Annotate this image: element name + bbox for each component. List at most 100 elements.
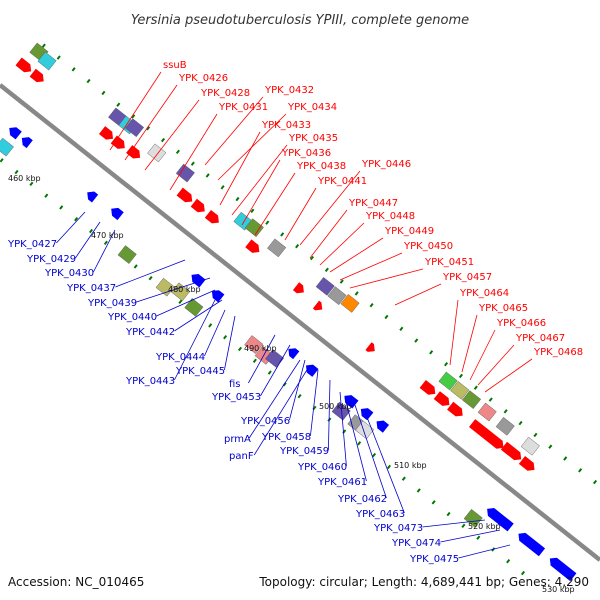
- kbp-marker: 510 kbp: [394, 461, 427, 470]
- tick-mark: [446, 511, 451, 517]
- plus-cds-arrow: [204, 209, 219, 224]
- plus-label-leader: [219, 131, 261, 206]
- minus-label-leader: [156, 289, 216, 317]
- plus-cog-block: [315, 277, 335, 296]
- tick-mark: [458, 373, 463, 379]
- minus-cog-block: [331, 401, 351, 421]
- minus-gene-label: YPK_0475: [409, 554, 459, 565]
- minus-label-leader: [354, 404, 387, 499]
- kbp-marker: 470 kbp: [91, 231, 124, 240]
- tick-mark: [41, 43, 46, 48]
- tick-mark: [265, 220, 270, 225]
- tick-mark: [14, 169, 19, 175]
- tick-mark: [252, 358, 257, 363]
- tick-mark: [357, 441, 362, 446]
- minus-cog-block: [171, 282, 191, 302]
- plus-cds-arrow: [292, 282, 304, 294]
- minus-label-leader: [56, 211, 86, 244]
- minus-label-leader: [115, 259, 186, 288]
- minus-label-leader: [289, 359, 306, 421]
- minus-label-leader: [248, 359, 301, 439]
- tick-mark: [175, 149, 180, 155]
- tick-mark: [190, 161, 195, 166]
- plus-cds-arrow: [98, 126, 114, 140]
- plus-label-leader: [477, 344, 515, 386]
- plus-cds-arrow: [29, 68, 44, 83]
- minus-gene-label: YPK_0460: [297, 462, 347, 473]
- plus-cds-arrow: [15, 57, 32, 73]
- tick-mark: [342, 429, 347, 434]
- plus-cds-arrow: [110, 135, 125, 149]
- minus-gene-label: YPK_0461: [317, 477, 367, 488]
- plus-cog-block: [477, 402, 497, 422]
- tick-mark: [71, 67, 76, 72]
- plus-label-leader: [169, 113, 218, 191]
- minus-gene-label: YPK_0444: [155, 352, 205, 363]
- tick-mark: [309, 255, 315, 261]
- minus-label-leader: [75, 221, 101, 259]
- minus-cog-block: [117, 245, 137, 264]
- tick-mark: [148, 276, 153, 281]
- gene-labels: ssuBYPK_0426YPK_0428YPK_0431YPK_0432YPK_…: [7, 60, 583, 565]
- tick-mark: [74, 217, 79, 222]
- plus-gene-label: ssuB: [163, 60, 187, 71]
- plus-gene-label: YPK_0432: [264, 85, 314, 96]
- plus-label-leader: [349, 268, 424, 289]
- tick-mark: [160, 137, 166, 143]
- minus-cds-arrow: [360, 408, 374, 421]
- tick-mark: [372, 452, 377, 458]
- minus-cds-arrow: [21, 137, 33, 149]
- plus-cds-arrow: [365, 342, 375, 352]
- minus-cog-block: [463, 508, 483, 528]
- tick-mark: [518, 420, 523, 426]
- plus-cds-arrow: [190, 198, 205, 213]
- tick-mark: [116, 102, 121, 107]
- tick-mark: [59, 205, 64, 210]
- minus-cds-arrow: [191, 274, 206, 288]
- minus-label-leader: [310, 369, 319, 437]
- tick-mark: [414, 338, 419, 343]
- plus-gene-label: YPK_0433: [261, 120, 311, 131]
- tick-mark: [86, 78, 91, 84]
- minus-gene-label: YPK_0443: [125, 376, 175, 387]
- minus-label-leader: [224, 315, 236, 371]
- minus-label-leader: [93, 229, 116, 273]
- tick-mark: [533, 432, 538, 438]
- tick-mark: [101, 90, 106, 96]
- minus-label-leader: [253, 364, 311, 456]
- tick-mark: [280, 232, 285, 237]
- minus-gene-label: YPK_0445: [175, 366, 225, 377]
- minus-cog-block: [244, 335, 264, 354]
- plus-gene-label: YPK_0468: [533, 347, 583, 358]
- minus-gene-label: YPK_0440: [107, 312, 157, 323]
- plus-label-leader: [241, 159, 281, 226]
- tick-mark: [339, 279, 344, 284]
- plus-label-leader: [284, 187, 317, 241]
- tick-mark: [431, 500, 436, 505]
- minus-gene-label: YPK_0459: [279, 446, 329, 457]
- kbp-marker: 520 kbp: [468, 522, 501, 531]
- plus-label-leader: [484, 358, 533, 393]
- tick-mark: [354, 291, 359, 296]
- minus-gene-label: YPK_0429: [26, 254, 76, 265]
- tick-mark: [578, 468, 583, 473]
- tick-mark: [548, 444, 553, 449]
- minus-gene-label: YPK_0439: [87, 298, 137, 309]
- tick-mark: [29, 181, 34, 187]
- tick-mark: [592, 479, 598, 485]
- kbp-marker: 490 kbp: [244, 344, 277, 353]
- minus-label-leader: [174, 299, 223, 332]
- minus-gene-label: panF: [229, 451, 254, 462]
- summary-text: Topology: circular; Length: 4,689,441 bp…: [258, 575, 589, 589]
- tick-mark: [295, 244, 300, 249]
- minus-cds-arrow: [288, 348, 300, 360]
- minus-cds-arrow: [376, 420, 390, 433]
- genome-backbone: [0, 83, 600, 562]
- plus-label-leader: [394, 283, 442, 306]
- kbp-marker: 500 kbp: [319, 402, 352, 411]
- tick-mark: [399, 326, 404, 331]
- minus-label-leader: [344, 397, 367, 482]
- plus-cog-block: [125, 118, 145, 138]
- tick-mark: [312, 405, 317, 411]
